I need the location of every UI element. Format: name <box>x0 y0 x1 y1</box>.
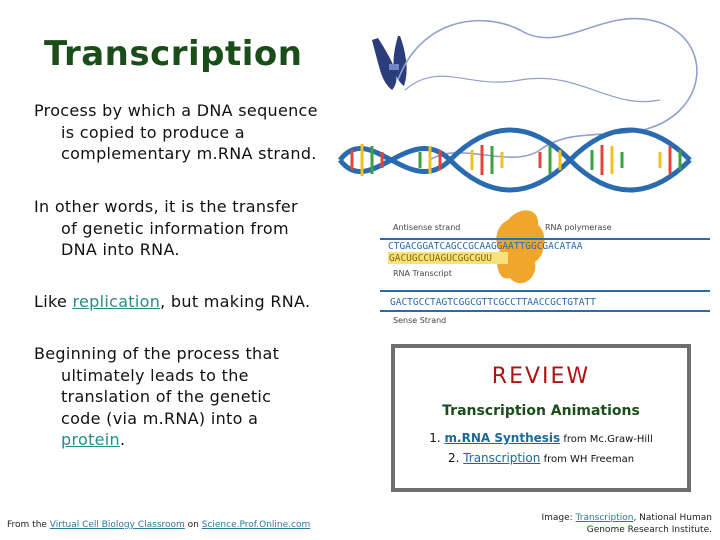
para4-line2: ultimately leads to the <box>61 365 249 385</box>
rna-transcript-label: RNA Transcript <box>393 269 452 278</box>
review-item-1: 1. m.RNA Synthesis from Mc.Graw-Hill <box>395 429 687 449</box>
beginning-paragraph: Beginning of the process that ultimately… <box>34 343 279 451</box>
other-words-paragraph: In other words, it is the transfer of ge… <box>34 196 298 261</box>
footer-left-mid: on <box>184 520 202 530</box>
para2-line1: In other words, it is the transfer <box>34 197 298 216</box>
sense-sequence: GACTGCCTAGTCGGCGTTCGCCTTAACCGCTGTATT <box>390 297 596 308</box>
mrna-synthesis-link[interactable]: m.RNA Synthesis <box>444 431 561 445</box>
transcription-animation-link[interactable]: Transcription <box>463 451 541 465</box>
dna-thread <box>397 17 698 161</box>
footer-left: From the Virtual Cell Biology Classroom … <box>7 520 310 530</box>
slide-title: Transcription <box>44 34 303 74</box>
para1-line2: is copied to produce a <box>61 122 245 142</box>
rna-polymerase-icon <box>496 210 545 284</box>
dna-thread-2 <box>404 75 661 103</box>
polymerase-label: RNA polymerase <box>545 223 612 232</box>
science-prof-online-link[interactable]: Science.Prof.Online.com <box>201 520 311 530</box>
para4-line3: translation of the genetic <box>61 387 272 406</box>
sense-strand-label: Sense Strand <box>393 316 446 325</box>
footer-right-line1-suffix: , National Human <box>633 513 712 523</box>
footer-right: Image: Transcription, National Human Gen… <box>541 513 712 536</box>
image-transcription-link[interactable]: Transcription <box>575 513 634 523</box>
review-item-2-source: from WH Freeman <box>540 454 635 465</box>
rna-sequence: GACUGCCUAGUCGGCGUU <box>389 253 492 264</box>
para2-line3: DNA into RNA. <box>61 240 180 259</box>
footer-right-line2: Genome Research Institute. <box>586 524 712 535</box>
review-item-1-number: 1. <box>429 431 445 445</box>
review-item-2: 2. Transcription from WH Freeman <box>395 449 687 469</box>
para4-line4: code (via m.RNA) into a <box>61 408 259 428</box>
para2-line2: of genetic information from <box>61 218 289 238</box>
review-subtitle: Transcription Animations <box>442 403 640 419</box>
antisense-sequence: CTGACGGATCAGCCGCAAGGAATTGGCGACATAA <box>388 241 583 252</box>
double-helix <box>338 127 692 193</box>
transcription-illustration: Antisense strand RNA polymerase CTGACGGA… <box>338 17 710 325</box>
para1-line3: complementary m.RNA strand. <box>61 144 317 163</box>
review-list: 1. m.RNA Synthesis from Mc.Graw-Hill 2. … <box>395 429 687 469</box>
review-item-1-source: from Mc.Graw-Hill <box>560 434 653 445</box>
footer-left-prefix: From the <box>7 520 50 530</box>
para1-line1: Process by which a DNA sequence <box>34 101 318 120</box>
footer-right-prefix: Image: <box>541 513 576 523</box>
para4-end: . <box>119 430 126 449</box>
protein-link[interactable]: protein <box>61 430 120 449</box>
antisense-label: Antisense strand <box>393 223 460 232</box>
para4-line5: protein. <box>34 429 279 451</box>
replication-paragraph: Like replication, but making RNA. <box>34 291 310 313</box>
para4-line1: Beginning of the process that <box>34 344 280 363</box>
replication-link[interactable]: replication <box>72 292 161 311</box>
para3-suffix: , but making RNA. <box>160 292 311 311</box>
chromosome-icon <box>372 36 407 90</box>
review-box: REVIEW Transcription Animations 1. m.RNA… <box>391 344 691 492</box>
virtual-cell-classroom-link[interactable]: Virtual Cell Biology Classroom <box>49 520 185 530</box>
para3-prefix: Like <box>34 292 73 311</box>
review-item-2-number: 2. <box>447 451 464 465</box>
definition-paragraph: Process by which a DNA sequence is copie… <box>34 100 318 165</box>
review-title: REVIEW <box>491 364 591 389</box>
